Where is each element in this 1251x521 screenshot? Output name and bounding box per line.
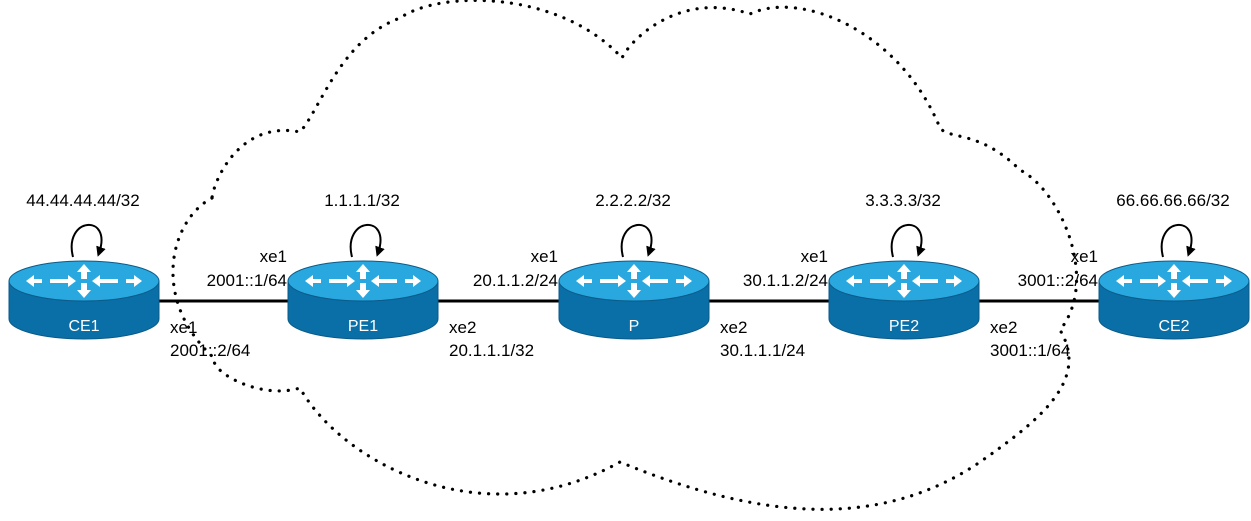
- to-interface-name: xe1: [801, 247, 828, 266]
- loopback-arrow-icon: [890, 224, 926, 258]
- loopback-address: 3.3.3.3/32: [865, 191, 941, 210]
- router-ce2[interactable]: CE2 66.66.66.66/32: [1098, 191, 1250, 340]
- loopback-address: 2.2.2.2/32: [595, 191, 671, 210]
- interface-labels-layer: xe12001::2/64xe12001::1/64xe220.1.1.1/32…: [170, 247, 1098, 360]
- loopback-arrow-icon: [1160, 224, 1196, 258]
- from-interface-address: 2001::2/64: [170, 341, 250, 360]
- router-ce1[interactable]: CE1 44.44.44.44/32: [8, 191, 160, 340]
- router-name: CE1: [68, 318, 99, 335]
- to-interface-name: xe1: [1071, 247, 1098, 266]
- router-p[interactable]: P 2.2.2.2/32: [558, 191, 710, 340]
- loopback-arrow-icon: [620, 224, 656, 258]
- to-interface-name: xe1: [531, 247, 558, 266]
- from-interface-address: 30.1.1.1/24: [720, 341, 805, 360]
- loopback-address: 1.1.1.1/32: [324, 191, 400, 210]
- loopback-address: 44.44.44.44/32: [26, 191, 139, 210]
- loopback-arrow-icon: [70, 224, 106, 258]
- to-interface-address: 2001::1/64: [207, 271, 287, 290]
- router-name: PE2: [889, 318, 919, 335]
- to-interface-address: 30.1.1.2/24: [743, 271, 828, 290]
- to-interface-address: 3001::2/64: [1018, 271, 1098, 290]
- from-interface-address: 20.1.1.1/32: [449, 341, 534, 360]
- router-name: P: [629, 318, 640, 335]
- router-pe2[interactable]: PE2 3.3.3.3/32: [828, 191, 980, 340]
- from-interface-name: xe2: [990, 318, 1017, 337]
- network-cloud-outline: [171, 0, 1079, 511]
- from-interface-name: xe2: [720, 318, 747, 337]
- to-interface-address: 20.1.1.2/24: [473, 271, 558, 290]
- loopback-arrow-icon: [349, 224, 385, 258]
- loopback-address: 66.66.66.66/32: [1116, 191, 1229, 210]
- from-interface-address: 3001::1/64: [990, 341, 1070, 360]
- router-name: CE2: [1158, 318, 1189, 335]
- router-pe1[interactable]: PE1 1.1.1.1/32: [287, 191, 439, 340]
- from-interface-name: xe1: [170, 318, 197, 337]
- from-interface-name: xe2: [449, 318, 476, 337]
- to-interface-name: xe1: [260, 247, 287, 266]
- router-name: PE1: [348, 318, 378, 335]
